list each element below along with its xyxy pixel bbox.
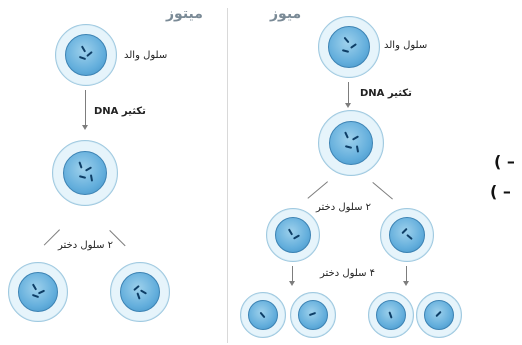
arrow-head (403, 281, 409, 286)
chromosome (78, 161, 83, 169)
chromosome (388, 311, 393, 319)
chromosome (350, 43, 357, 49)
meiosis-first-division-label: ۲ سلول دختر (316, 202, 372, 213)
arrow-head (345, 103, 351, 108)
chromosome (86, 50, 93, 58)
chromosome (435, 310, 442, 318)
nucleus (376, 300, 406, 330)
arrow-line (292, 266, 293, 282)
nucleus (389, 217, 425, 253)
mitosis-parent-cell (55, 24, 117, 86)
nucleus (120, 272, 160, 312)
meiosis-gamete-cell (290, 292, 336, 338)
arrow-line (406, 266, 407, 282)
chromosome (84, 166, 93, 172)
mitosis-daughter-cell (8, 262, 68, 322)
nucleus (298, 300, 328, 330)
chromosome (287, 228, 294, 236)
nucleus (63, 151, 107, 195)
mitosis-panel: میتوز سلول والد تکثیر DNA ۲ سلول دختر (0, 0, 226, 345)
arrow-line (85, 90, 86, 126)
meiosis-parent-cell (318, 16, 380, 78)
arrow-line-right (372, 182, 393, 200)
meiosis-replication-label: تکثیر DNA (360, 88, 412, 99)
chromosome (78, 175, 87, 179)
chromosome (292, 234, 301, 240)
meiosis-parent-label: سلول والد (384, 40, 428, 51)
chromosome (136, 292, 141, 300)
arrow-line (348, 82, 349, 104)
nucleus (18, 272, 58, 312)
mitosis-replication-label: تکثیر DNA (94, 106, 146, 117)
chromosome (31, 283, 38, 291)
side-mark: ( – (490, 182, 511, 201)
chromosome (341, 49, 350, 53)
mitosis-parent-label: سلول والد (124, 50, 168, 61)
chromosome (355, 145, 360, 153)
side-mark: ( – (494, 152, 515, 171)
chromosome (351, 135, 360, 141)
nucleus (275, 217, 311, 253)
nucleus (65, 34, 107, 76)
nucleus (328, 26, 370, 68)
mitosis-daughter-cell (110, 262, 170, 322)
nucleus (424, 300, 454, 330)
meiosis-gamete-cell (416, 292, 462, 338)
meiosis-daughter-cell (380, 208, 434, 262)
meiosis-gamete-cell (368, 292, 414, 338)
arrow-head (82, 125, 88, 130)
meiosis-title: میوز (270, 6, 302, 22)
chromosome (78, 55, 87, 61)
chromosome (343, 36, 350, 44)
meiosis-second-division-label: ۴ سلول دختر (320, 268, 376, 279)
chromosome (139, 289, 148, 295)
meiosis-gamete-cell (240, 292, 286, 338)
arrow-head (289, 281, 295, 286)
chromosome (344, 131, 349, 139)
chromosome (133, 284, 140, 292)
chromosome (259, 311, 266, 319)
chromosome (31, 293, 40, 299)
meiosis-panel: میوز سلول والد تکثیر DNA ۲ سلول دختر (228, 0, 522, 345)
mitosis-replicated-cell (52, 140, 118, 206)
arrow-line-left (307, 181, 328, 199)
meiosis-replicated-cell (318, 110, 384, 176)
nucleus (329, 121, 373, 165)
chromosome (89, 174, 94, 182)
chromosome (406, 233, 413, 241)
chromosome (308, 311, 317, 317)
panel-divider (227, 8, 228, 343)
chromosome (80, 45, 87, 53)
chromosome (37, 289, 46, 295)
mitosis-title: میتوز (166, 6, 203, 22)
meiosis-daughter-cell (266, 208, 320, 262)
mitosis-daughters-label: ۲ سلول دختر (58, 240, 114, 251)
chromosome (344, 145, 353, 149)
nucleus (248, 300, 278, 330)
